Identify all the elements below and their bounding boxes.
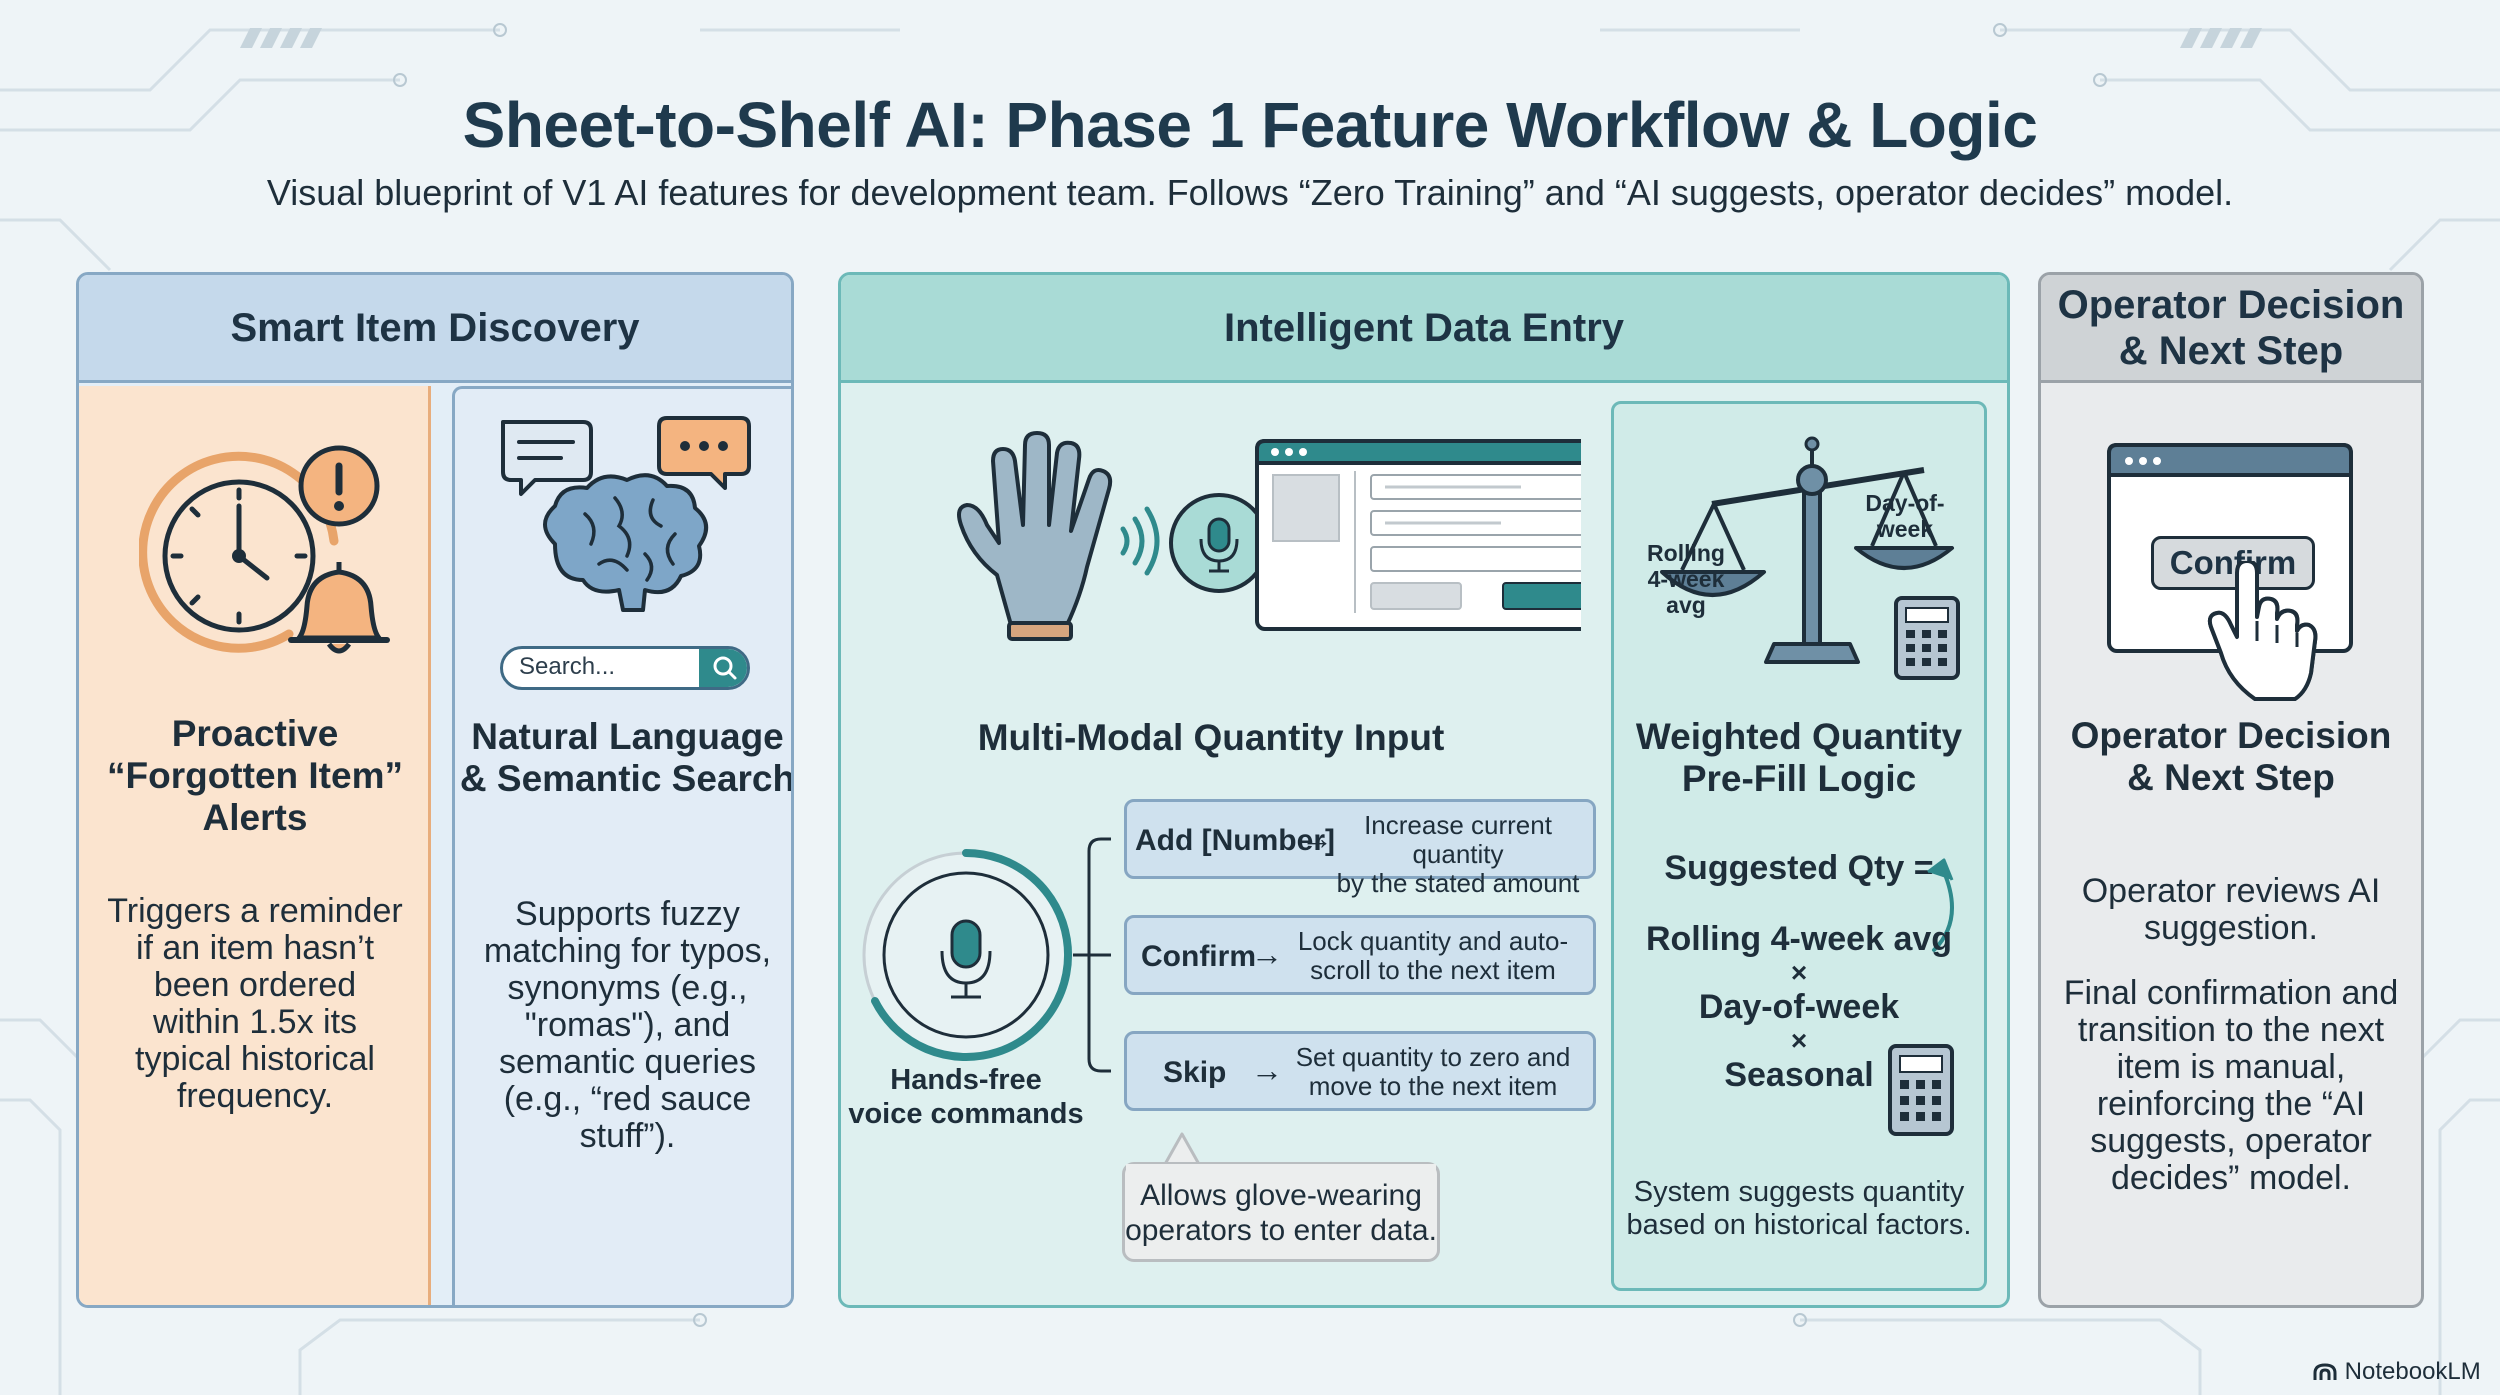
- command-key: Add [Number]: [1135, 824, 1335, 857]
- alerts-body-line: been ordered: [153, 966, 357, 1004]
- operator-decision-panel: Operator Decision & Next Step Confirm Op…: [2038, 272, 2424, 1308]
- search-bar[interactable]: Search...: [500, 646, 750, 690]
- brain-chat-icon: [501, 416, 751, 612]
- decision-body-line: decides” model.: [2110, 1159, 2351, 1197]
- brand-text: NotebookLM: [2344, 1358, 2481, 1385]
- balance-scale-icon: [1660, 436, 1960, 680]
- voice-label-line: Hands-free: [890, 1064, 1042, 1096]
- form-window-icon: [1255, 439, 1581, 631]
- decision-body-line: Operator reviews AI: [2081, 872, 2381, 910]
- alerts-heading-line: “Forgotten Item”: [107, 755, 403, 796]
- prefill-heading-line: Weighted Quantity: [1635, 716, 1963, 757]
- operator-decision-header: Operator Decision & Next Step: [2041, 275, 2421, 383]
- alerts-heading-line: Proactive: [171, 713, 339, 754]
- search-body-line: semantic queries: [498, 1043, 756, 1081]
- forgotten-item-alerts-card: Proactive “Forgotten Item” Alerts Trigge…: [79, 386, 431, 1305]
- search-heading-line: & Semantic Search: [459, 758, 794, 799]
- semantic-search-card: Search... Natural Language & Semantic Se…: [452, 386, 794, 1305]
- prefill-body-line: based on historical factors.: [1626, 1209, 1972, 1241]
- voice-command-skip: Skip → Set quantity to zero and move to …: [1124, 1031, 1596, 1111]
- scale-left-label: 4-week avg: [1647, 566, 1725, 618]
- command-desc-line: by the stated amount: [1336, 868, 1580, 898]
- alerts-body-line: Triggers a reminder: [107, 892, 403, 930]
- decision-body-line: item is manual,: [2116, 1048, 2346, 1086]
- search-icon: [713, 656, 737, 680]
- glove-voice-form-illustration: [957, 431, 1581, 641]
- callout-line: Allows glove-wearing: [1140, 1179, 1422, 1212]
- callout-pointer-mask: [1126, 1164, 1436, 1174]
- prefill-heading-line: Pre-Fill Logic: [1681, 758, 1917, 799]
- command-arrow: →: [1301, 820, 1333, 856]
- smart-item-discovery-header: Smart Item Discovery: [79, 275, 791, 383]
- alerts-body-line: if an item hasn’t: [135, 929, 375, 967]
- formula-operator: ×: [1790, 957, 1808, 988]
- decision-body-line: suggests, operator: [2090, 1122, 2372, 1160]
- page-subtitle: Visual blueprint of V1 AI features for d…: [266, 172, 2234, 213]
- intelligent-data-entry-header: Intelligent Data Entry: [841, 275, 2007, 383]
- voice-label-line: voice commands: [848, 1098, 1084, 1130]
- scale-left-label: Rolling: [1647, 540, 1725, 566]
- smart-item-discovery-panel: Smart Item Discovery Proactive: [76, 272, 794, 1308]
- command-desc-line: move to the next item: [1308, 1071, 1558, 1101]
- glove-icon: [957, 431, 1113, 641]
- search-button[interactable]: [699, 649, 747, 687]
- callout-pointer: [1162, 1132, 1202, 1167]
- search-body-line: (e.g., “red sauce: [503, 1080, 752, 1118]
- search-body-line: synonyms (e.g.,: [507, 969, 748, 1007]
- voice-command-add: Add [Number] → Increase current quantity…: [1124, 799, 1596, 898]
- glove-callout: Allows glove-wearing operators to enter …: [1122, 1162, 1440, 1262]
- curved-arrow-icon: [1927, 858, 1954, 952]
- decision-heading-line: Operator Decision: [2070, 715, 2392, 756]
- scale-right-label: Day-of-: [1865, 490, 1945, 516]
- decision-body-line: transition to the next: [2077, 1011, 2385, 1049]
- calculator-icon: [1888, 1044, 1954, 1136]
- formula-operator: ×: [1790, 1025, 1808, 1056]
- formula-term: Day-of-week: [1698, 988, 1900, 1026]
- prefill-body-line: System suggests quantity: [1633, 1176, 1965, 1208]
- alerts-heading-line: Alerts: [202, 797, 308, 838]
- search-body-line: stuff”).: [579, 1117, 676, 1155]
- decision-header-line: Operator Decision: [2057, 282, 2405, 327]
- command-key: Skip: [1163, 1056, 1227, 1089]
- intelligent-data-entry-panel: Intelligent Data Entry Mult: [838, 272, 2010, 1308]
- callout-line: operators to enter data.: [1125, 1214, 1437, 1247]
- command-desc-line: Set quantity to zero and: [1295, 1042, 1571, 1072]
- search-body-line: "romas"), and: [524, 1006, 731, 1044]
- formula-label: Suggested Qty =: [1664, 849, 1934, 887]
- voice-command-confirm: Confirm → Lock quantity and auto- scroll…: [1124, 915, 1596, 995]
- page-title: Sheet-to-Shelf AI: Phase 1 Feature Workf…: [462, 89, 2038, 161]
- pointer-hand-icon: [2207, 561, 2318, 701]
- search-placeholder: Search...: [519, 653, 616, 680]
- multimodal-input-heading: Multi-Modal Quantity Input: [977, 717, 1445, 758]
- command-desc-line: scroll to the next item: [1310, 955, 1556, 985]
- search-heading-line: Natural Language: [471, 716, 784, 757]
- voice-commands-diagram: [862, 837, 1111, 1073]
- alerts-body-line: typical historical: [135, 1040, 375, 1078]
- command-desc-line: Increase current quantity: [1364, 810, 1552, 869]
- clock-alert-icon: [139, 445, 390, 654]
- confirm-button[interactable]: Confirm: [2151, 536, 2315, 590]
- decision-body-line: Final confirmation and: [2063, 974, 2399, 1012]
- formula-term: Seasonal: [1724, 1056, 1874, 1094]
- command-arrow: →: [1251, 1052, 1283, 1088]
- search-body-line: Supports fuzzy: [515, 895, 740, 933]
- search-body-line: matching for typos,: [483, 932, 772, 970]
- decision-body-line: suggestion.: [2144, 909, 2318, 947]
- alerts-body-line: within 1.5x its: [152, 1003, 358, 1041]
- notebooklm-brand: NotebookLM: [2312, 1358, 2481, 1386]
- command-arrow: →: [1251, 936, 1283, 972]
- alerts-body-line: frequency.: [176, 1077, 334, 1115]
- decision-body-line: reinforcing the “AI: [2096, 1085, 2366, 1123]
- scale-right-label: week: [1876, 516, 1934, 542]
- calculator-icon: [1894, 596, 1960, 680]
- decision-heading-line: & Next Step: [2127, 757, 2335, 798]
- formula-term: Rolling 4-week avg: [1645, 920, 1953, 958]
- command-desc-line: Lock quantity and auto-: [1297, 926, 1569, 956]
- decision-header-line: & Next Step: [2118, 328, 2344, 373]
- command-key: Confirm: [1141, 940, 1256, 973]
- weighted-prefill-card: Rolling 4-week avg Day-of- week Weighted…: [1611, 401, 1987, 1291]
- notebooklm-logo-icon: [2313, 1363, 2337, 1380]
